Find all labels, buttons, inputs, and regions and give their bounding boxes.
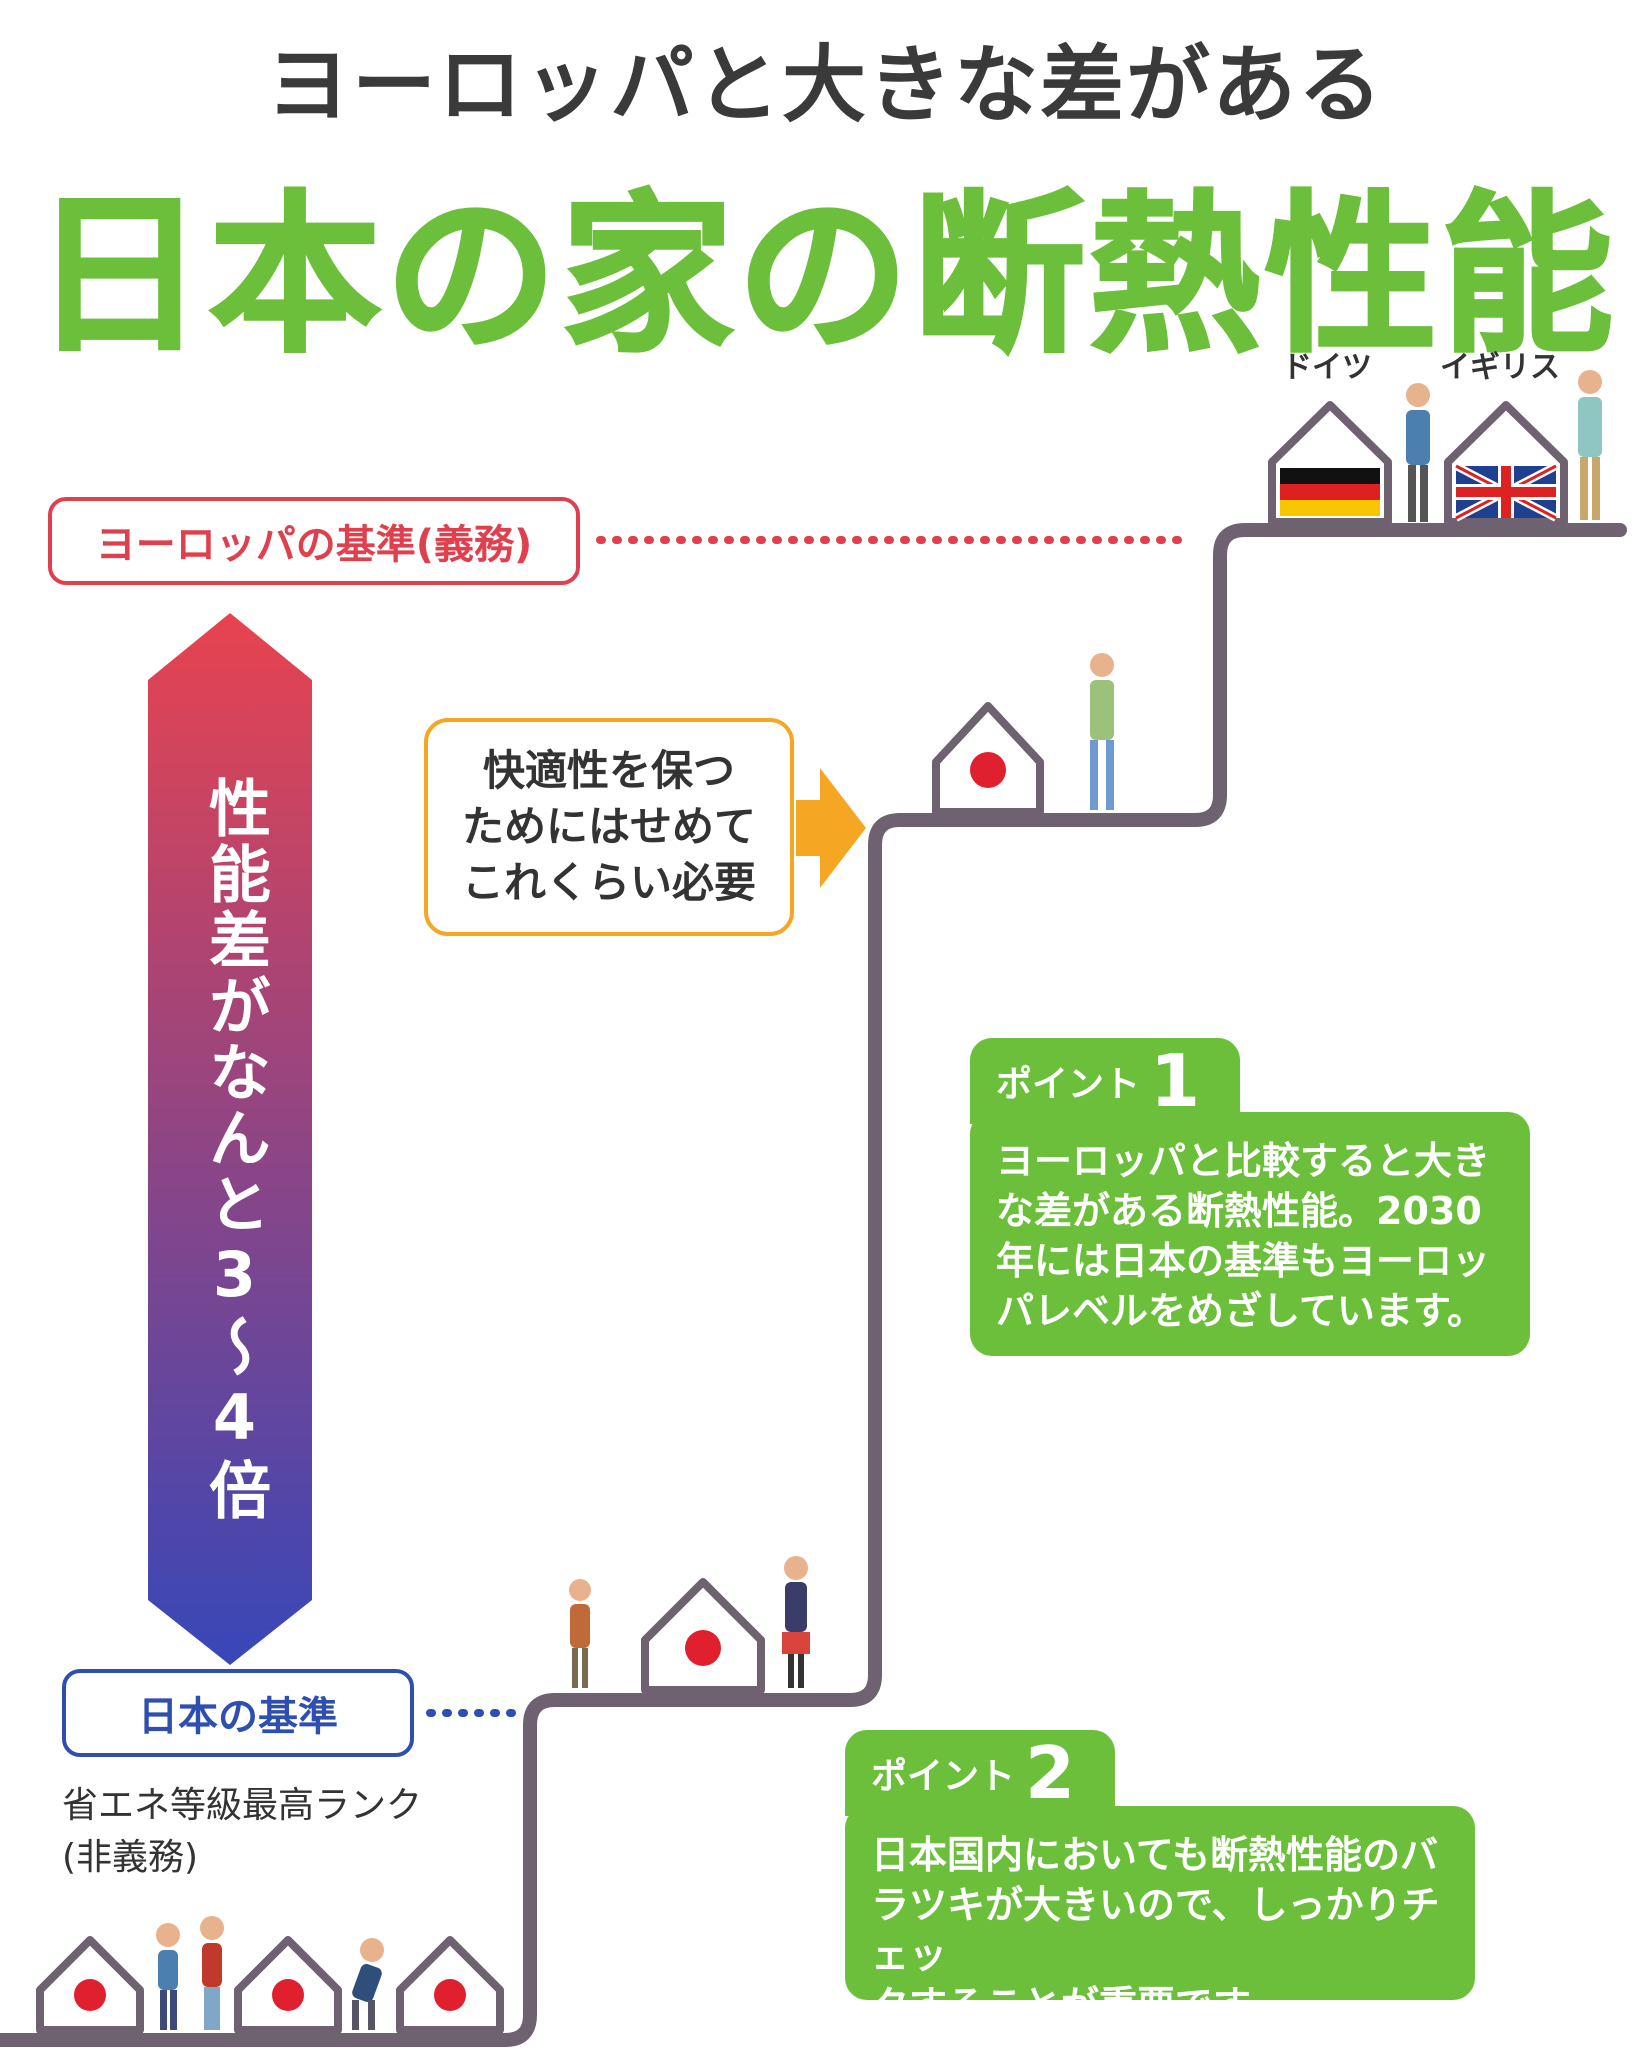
point2-number: 2 xyxy=(1025,1731,1076,1815)
point2-tab: ポイント 2 xyxy=(845,1730,1115,1816)
person-icon xyxy=(200,1916,224,2030)
gap-arrow-text: 性能差がなんと3〜4倍 xyxy=(198,776,271,1524)
comfort-arrow xyxy=(796,768,866,888)
person-icon xyxy=(569,1579,591,1688)
page-title: 日本の家の断熱性能 xyxy=(32,174,1617,378)
comfort-box: 快適性を保つ ためにはせめて これくらい必要 xyxy=(424,718,794,936)
point2-label: ポイント xyxy=(871,1756,1016,1797)
point1-label: ポイント xyxy=(996,1064,1141,1105)
subtitle: ヨーロッパと大きな差がある xyxy=(265,36,1384,134)
person-icon xyxy=(156,1923,180,2030)
person-icon xyxy=(352,1938,384,2030)
point1-tab: ポイント 1 xyxy=(970,1038,1240,1124)
point1-text: ヨーロッパと比較すると大き な差がある断熱性能。2030 年には日本の基準もヨー… xyxy=(996,1139,1491,1333)
country-label-uk: イギリス xyxy=(1440,350,1560,385)
gap-arrow xyxy=(148,613,312,1665)
germany-flag-icon xyxy=(1280,468,1380,516)
japan-flag-icon xyxy=(434,1979,466,2011)
point2-box: 日本国内においても断熱性能のバ ラツキが大きいので、しっかりチェッ クすることが… xyxy=(845,1806,1475,2027)
japan-flag-icon xyxy=(74,1979,106,2011)
point1-box: ヨーロッパと比較すると大き な差がある断熱性能。2030 年には日本の基準もヨー… xyxy=(970,1112,1530,1356)
japan-flag-icon xyxy=(970,752,1006,788)
person-icon xyxy=(1578,370,1602,520)
person-icon xyxy=(1090,653,1114,810)
japan-standard-box: 日本の基準 xyxy=(62,1669,414,1757)
japan-standard-label: 日本の基準 xyxy=(138,1694,338,1740)
japan-standard-note: 省エネ等級最高ランク (非義務) xyxy=(62,1785,423,1878)
point2-text: 日本国内においても断熱性能のバ ラツキが大きいので、しっかりチェッ クすることが… xyxy=(871,1833,1440,2027)
person-icon xyxy=(1406,383,1430,522)
uk-flag-icon xyxy=(1454,462,1558,522)
europe-standard-label: ヨーロッパの基準(義務) xyxy=(95,522,533,568)
person-icon xyxy=(782,1556,810,1688)
stairs-line xyxy=(0,523,1627,2047)
europe-standard-box: ヨーロッパの基準(義務) xyxy=(48,497,580,585)
point1-number: 1 xyxy=(1150,1039,1201,1123)
country-label-germany: ドイツ xyxy=(1282,350,1372,385)
japan-flag-icon xyxy=(272,1979,304,2011)
japan-flag-icon xyxy=(685,1630,721,1666)
